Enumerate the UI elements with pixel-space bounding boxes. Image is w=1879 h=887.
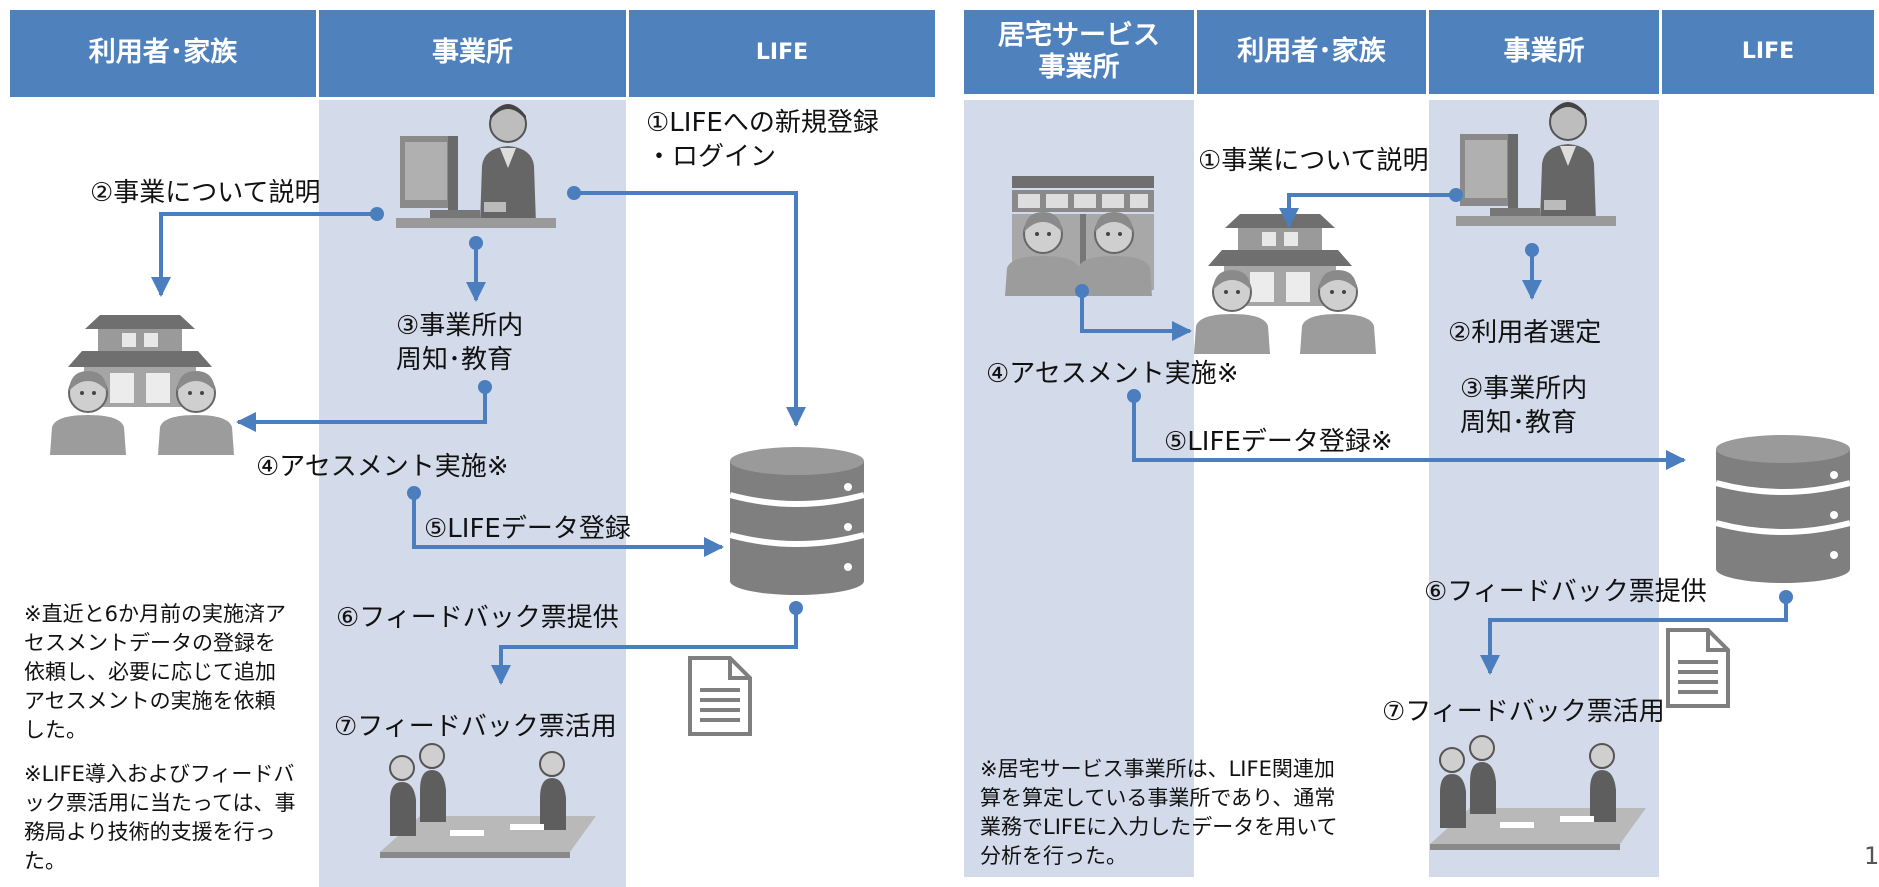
left-header-user-family: 利用者･家族 <box>10 10 316 97</box>
left-note-assessment-request: ※直近と6か月前の実施済アセスメントデータの登録を依頼し、必要に応じて追加アセス… <box>24 602 286 742</box>
right-header-user-family: 利用者･家族 <box>1197 10 1426 94</box>
left-step2-explain-project: ②事業について説明 <box>90 178 321 208</box>
right-arrow-start-dots <box>1075 188 1793 604</box>
right-house-family-icon <box>1193 214 1377 355</box>
left-database-icon <box>730 447 864 595</box>
right-step7-feedback-used: ⑦フィードバック票活用 <box>1382 697 1665 727</box>
left-step6-feedback-provided: ⑥フィードバック票提供 <box>336 603 619 633</box>
right-step1-explain-project: ①事業について説明 <box>1198 146 1429 176</box>
right-step2-user-selection: ②利用者選定 <box>1448 318 1602 348</box>
left-office-lane <box>319 100 626 887</box>
right-step6-feedback-provided: ⑥フィードバック票提供 <box>1424 577 1707 607</box>
left-step1-life-registration: ①LIFEへの新規登録 ・ログイン <box>646 108 879 172</box>
right-document-icon <box>1666 628 1730 708</box>
left-header-office: 事業所 <box>319 10 626 97</box>
left-house-family-icon <box>49 315 235 456</box>
left-office-worker-icon <box>395 103 557 229</box>
right-header-office: 事業所 <box>1429 10 1659 94</box>
right-office-lane <box>1429 100 1659 877</box>
left-note-technical-support: ※LIFE導入およびフィードバック票活用に当たっては、事務局より技術的支援を行っ… <box>24 762 296 873</box>
page-number: 1 <box>1864 842 1879 870</box>
left-arrows <box>151 191 806 685</box>
right-arrows <box>1080 193 1788 675</box>
left-arrow-start-dots <box>370 186 803 615</box>
right-step4-assessment: ④アセスメント実施※ <box>986 359 1239 389</box>
right-note-care-service-office: ※居宅サービス事業所は、LIFE関連加算を算定している事業所であり、通常業務でL… <box>980 757 1338 868</box>
right-meeting-icon <box>1429 735 1647 851</box>
left-meeting-icon <box>379 743 597 859</box>
right-office-worker-icon <box>1455 101 1617 227</box>
left-step3-internal-education: ③事業所内 周知･教育 <box>396 311 524 375</box>
left-step5-life-data-entry: ⑤LIFEデータ登録 <box>424 514 631 544</box>
right-care-facility-icon <box>1004 176 1154 297</box>
right-step5-life-data-entry: ⑤LIFEデータ登録※ <box>1164 427 1393 457</box>
left-step7-feedback-used: ⑦フィードバック票活用 <box>334 712 617 742</box>
right-database-icon <box>1716 435 1850 583</box>
left-header-life: LIFE <box>629 10 935 97</box>
right-step3-internal-education: ③事業所内 周知･教育 <box>1460 374 1588 438</box>
right-header-care-service: 居宅サービス 事業所 <box>964 10 1194 94</box>
right-header-life: LIFE <box>1662 10 1874 94</box>
left-step4-assessment: ④アセスメント実施※ <box>256 452 509 482</box>
left-document-icon <box>688 656 752 736</box>
